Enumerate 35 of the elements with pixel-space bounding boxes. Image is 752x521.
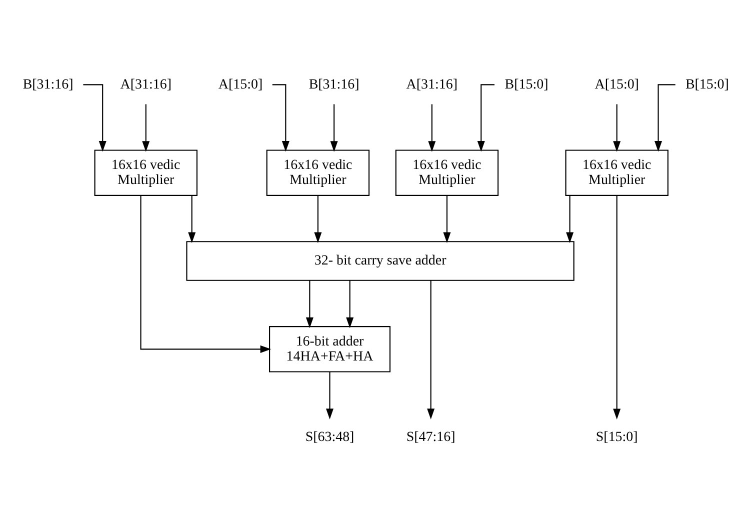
arrow [427, 280, 435, 419]
node-text: B[15:0] [685, 76, 729, 92]
node-text: S[47:16] [406, 430, 456, 444]
arrow [140, 195, 272, 352]
arrow [613, 104, 621, 152]
node-text: B[31:16] [22, 76, 74, 92]
arrow [306, 280, 314, 328]
arrow [330, 104, 338, 152]
arrow [654, 84, 676, 152]
node-text: S[15:0] [596, 430, 638, 444]
node-box: 16x16 vedic Multiplier [266, 149, 370, 196]
arrow [188, 195, 196, 242]
arrow [346, 280, 354, 328]
node-box: 16x16 vedic Multiplier [94, 149, 198, 196]
node-text: B[15:0] [504, 76, 548, 92]
arrow [477, 84, 494, 152]
node-text: A[31:16] [406, 76, 458, 92]
node-text: A[15:0] [594, 76, 639, 92]
arrow [613, 195, 621, 419]
node-text: A[15:0] [218, 76, 263, 92]
node-text: S[63:48] [305, 430, 354, 444]
arrow [428, 104, 436, 152]
arrow [142, 104, 150, 152]
arrow [272, 84, 290, 152]
arrow [314, 195, 322, 242]
node-box: 32- bit carry save adder [186, 240, 574, 280]
arrow [83, 84, 106, 152]
node-box: 16-bit adder 14HA+FA+HA [269, 326, 391, 372]
arrow [566, 195, 574, 242]
node-text: A[31:16] [120, 76, 172, 92]
node-box: 16x16 vedic Multiplier [565, 149, 668, 196]
node-text: B[31:16] [308, 76, 360, 92]
arrow [326, 371, 334, 419]
arrow [443, 195, 451, 242]
node-box: 16x16 vedic Multiplier [395, 149, 499, 196]
